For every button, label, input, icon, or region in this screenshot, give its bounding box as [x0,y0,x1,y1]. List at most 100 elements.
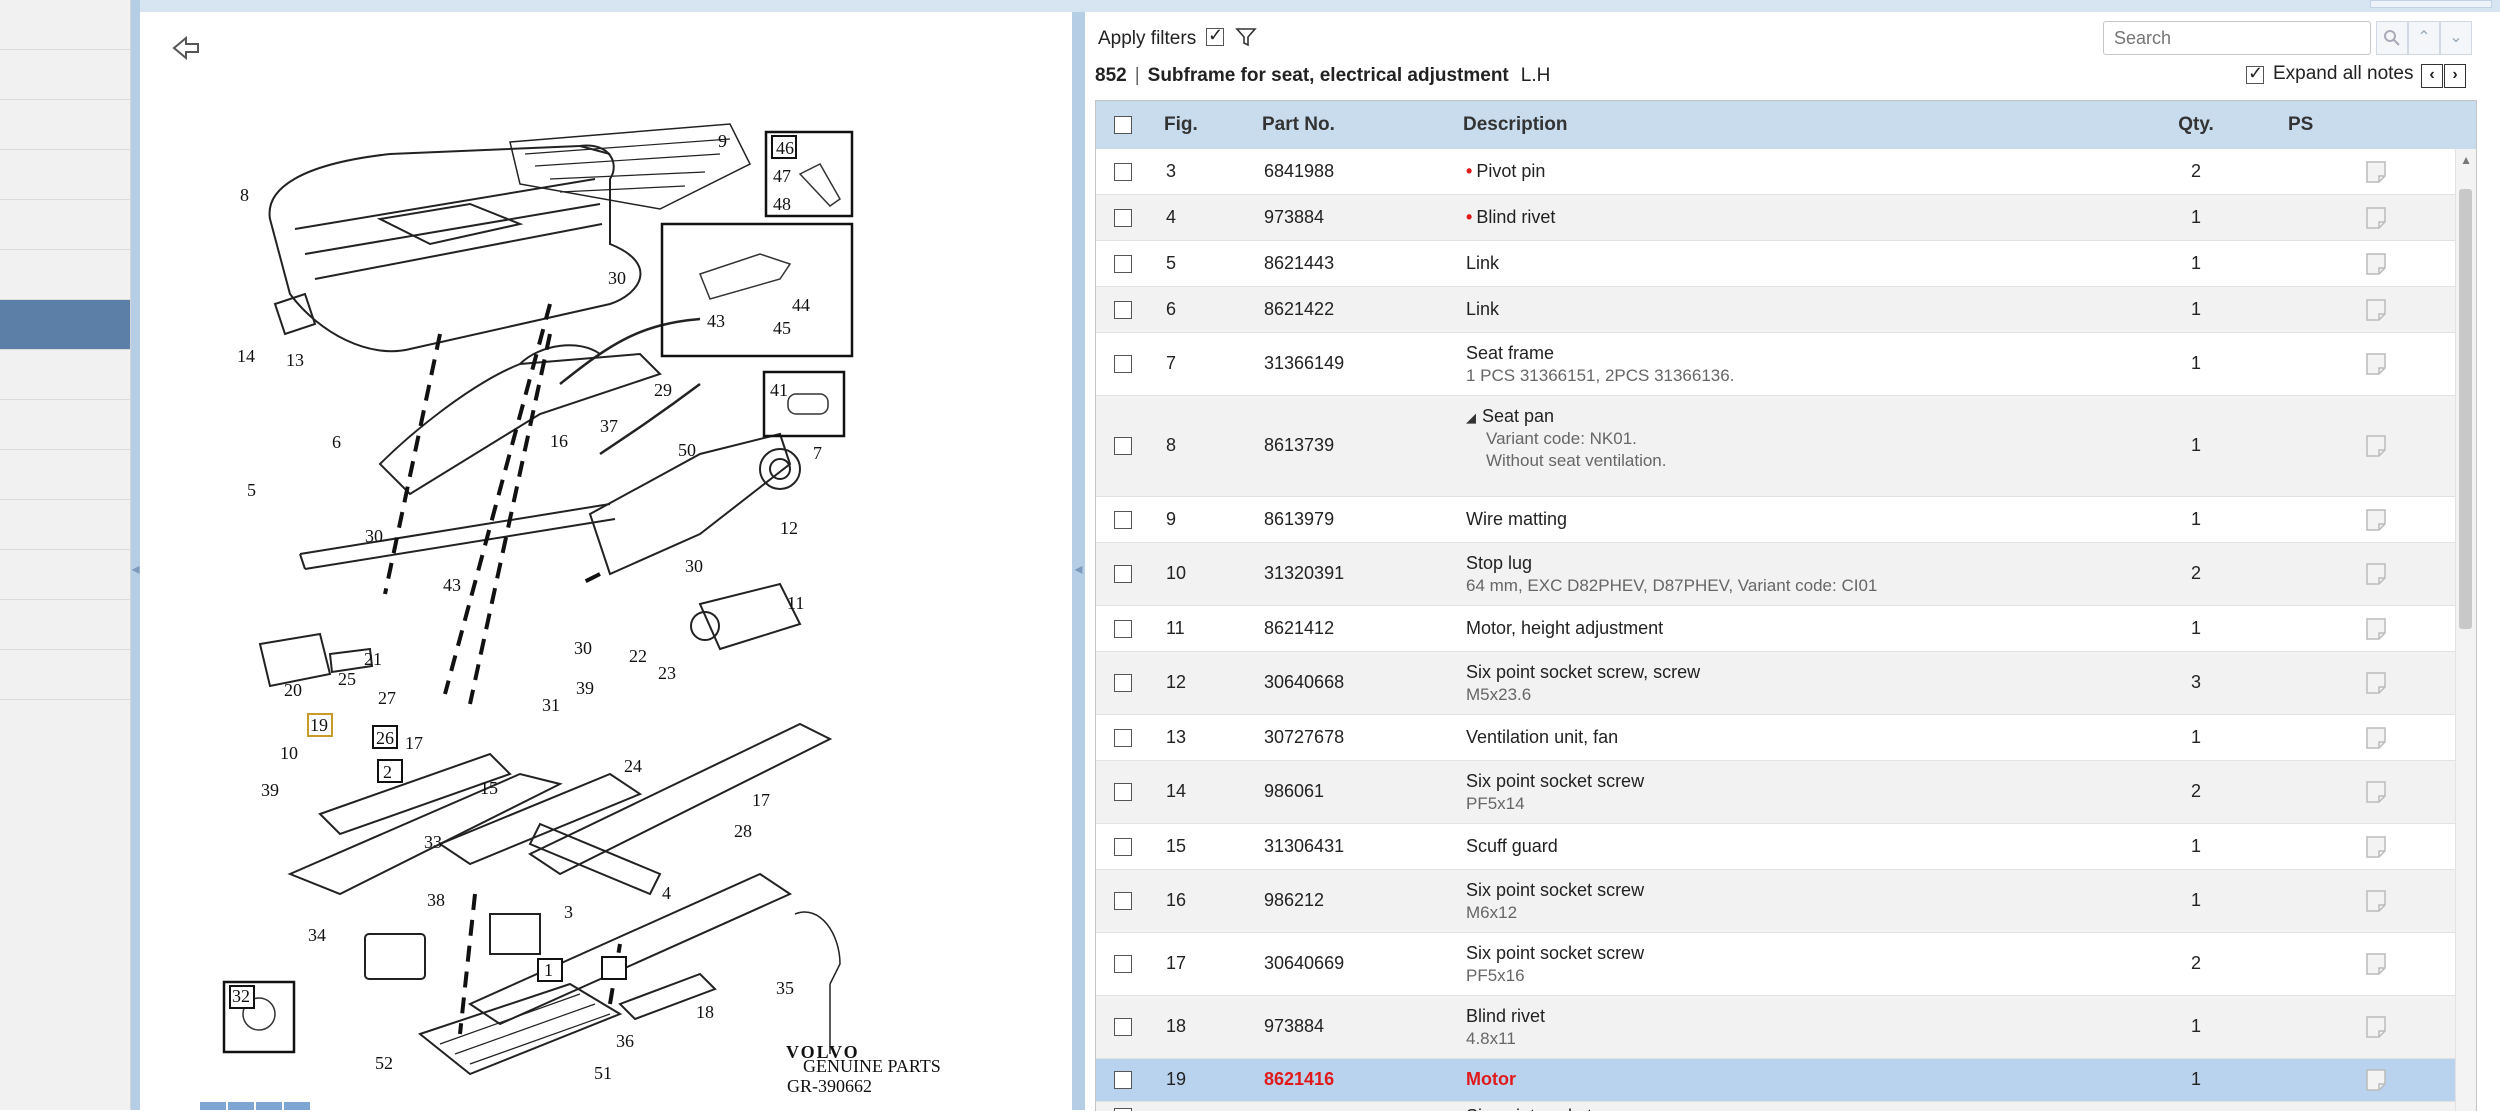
next-page-button[interactable]: › [2444,64,2466,88]
note-icon[interactable] [2366,160,2386,188]
row-part-number[interactable]: 973884 [1264,1016,1325,1036]
nav-item-active[interactable] [0,300,130,350]
row-checkbox[interactable] [1114,437,1132,455]
row-checkbox[interactable] [1114,837,1132,856]
row-part-number[interactable]: 8621422 [1264,299,1335,319]
filter-funnel-icon[interactable] [1235,26,1257,48]
row-checkbox[interactable] [1114,783,1132,801]
search-button[interactable] [2376,21,2408,55]
row-part-number[interactable]: 30640668 [1264,672,1345,692]
note-icon[interactable] [2366,1016,2386,1043]
middle-splitter[interactable]: ◂ [1072,0,1085,1110]
row-checkbox[interactable] [1114,162,1132,181]
col-fig[interactable]: Fig. [1164,114,1198,135]
note-icon[interactable] [2366,353,2386,380]
note-icon[interactable] [2366,435,2386,462]
prev-page-button[interactable]: ‹ [2421,64,2443,88]
row-part-number[interactable]: 31306431 [1264,836,1345,856]
nav-item[interactable] [0,500,130,550]
collapse-middle-icon[interactable]: ◂ [1074,561,1083,578]
search-up-button[interactable]: ⌃ [2408,21,2440,55]
row-part-number[interactable]: 8621412 [1264,618,1335,638]
nav-item[interactable] [0,450,130,500]
nav-item[interactable] [0,100,130,150]
row-part-number[interactable]: 8621416 [1264,1069,1335,1089]
note-icon[interactable] [2366,252,2386,280]
back-arrow-icon[interactable] [172,35,199,61]
note-icon[interactable] [2366,298,2386,326]
row-checkbox[interactable] [1114,728,1132,747]
row-part-number[interactable]: 986212 [1264,890,1325,910]
col-part-no[interactable]: Part No. [1262,114,1335,135]
note-icon[interactable] [2366,835,2386,863]
diagram-mini-toolbar[interactable] [200,1102,310,1110]
search-input[interactable] [2103,21,2371,55]
row-part-number[interactable]: 986061 [1264,781,1325,801]
expand-triangle-icon[interactable]: ◢ [1466,410,1476,425]
row-checkbox[interactable] [1114,565,1132,583]
note-icon[interactable] [2366,781,2386,808]
row-checkbox[interactable] [1114,1018,1132,1036]
nav-item[interactable] [0,200,130,250]
row-part-number[interactable]: 31320391 [1264,563,1345,583]
nav-item[interactable] [0,600,130,650]
nav-item[interactable] [0,400,130,450]
search-down-button[interactable]: ⌄ [2440,21,2472,55]
note-icon[interactable] [2366,890,2386,917]
col-qty[interactable]: Qty. [2178,114,2214,135]
nav-item[interactable] [0,0,130,50]
row-checkbox[interactable] [1114,208,1132,227]
expand-all-notes-checkbox[interactable] [2246,63,2264,84]
note-icon[interactable] [2366,1069,2386,1096]
nav-item[interactable] [0,250,130,300]
apply-filters-checkbox[interactable] [1206,25,1224,46]
row-part-number[interactable]: 6841988 [1264,161,1335,181]
row-checkbox[interactable] [1114,1071,1132,1089]
scrollbar-thumb[interactable] [2459,189,2472,629]
row-checkbox[interactable] [1114,355,1132,373]
scroll-up-icon[interactable]: ▲ [2460,153,2472,167]
note-icon[interactable] [2366,726,2386,754]
note-icon[interactable] [2366,206,2386,234]
nav-item[interactable] [0,50,130,100]
nav-item[interactable] [0,150,130,200]
row-part-number[interactable]: 30640669 [1264,953,1345,973]
nav-item[interactable] [0,350,130,400]
row-checkbox[interactable] [1114,955,1132,973]
row-part-number[interactable]: 8613739 [1264,435,1335,455]
left-splitter[interactable]: ◂ [131,0,140,1110]
col-ps[interactable]: PS [2288,114,2314,135]
collapse-left-icon[interactable]: ◂ [131,561,140,578]
note-icon[interactable] [2366,563,2386,590]
row-part-number[interactable]: 8613979 [1264,509,1335,529]
scrollbar[interactable]: ▲ [2455,149,2476,1111]
note-icon[interactable] [2366,617,2386,645]
note-icon[interactable] [2366,672,2386,699]
row-checkbox[interactable] [1114,619,1132,638]
note-icon[interactable] [2366,508,2386,536]
row-part-number[interactable]: 8621443 [1264,253,1335,273]
row-checkbox[interactable] [1114,254,1132,273]
top-button[interactable] [2370,0,2492,8]
select-all-checkbox[interactable] [1114,116,1132,134]
row-part-number[interactable]: 31366149 [1264,353,1345,373]
col-description[interactable]: Description [1463,114,1568,135]
row-part-number[interactable]: 30727678 [1264,727,1345,747]
